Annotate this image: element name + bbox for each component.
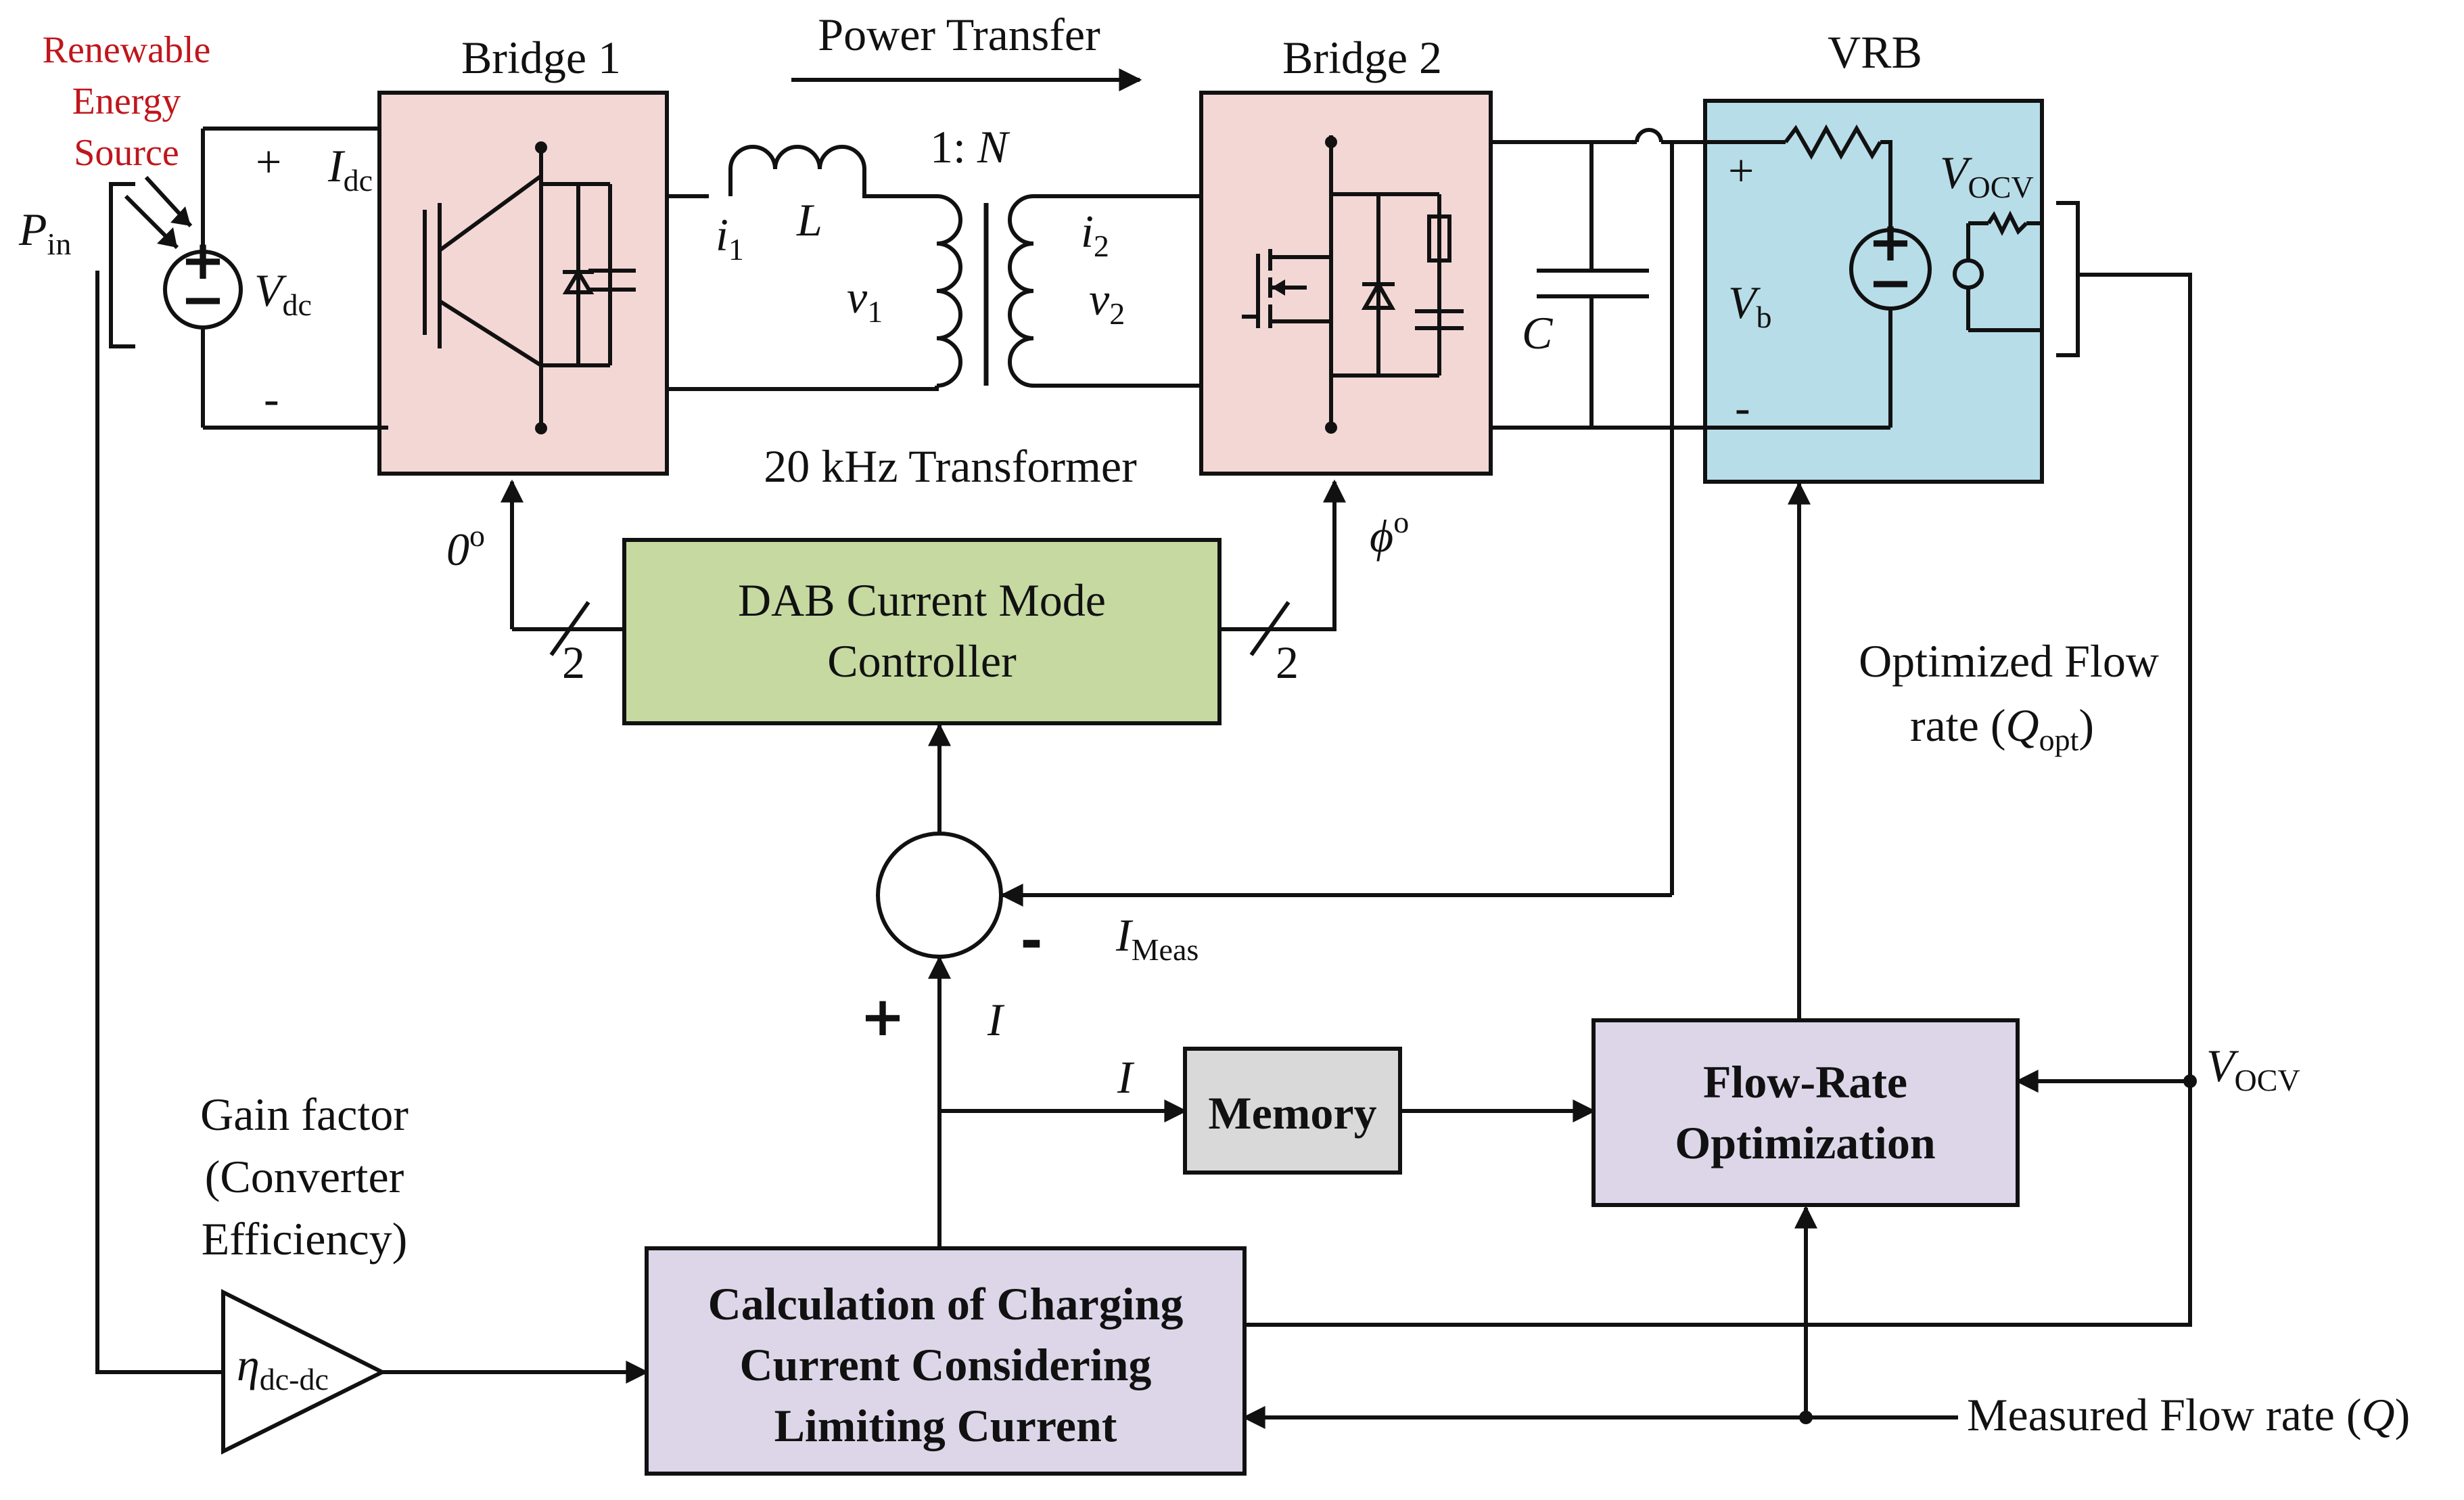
calc-line3: Limiting Current [774, 1400, 1117, 1451]
optimized-line1: Optimized Flow [1859, 635, 2159, 687]
gain-triangle [221, 1289, 387, 1455]
bridge1-igbt-symbol [423, 141, 636, 434]
vocv-flow-label: VOCV [2206, 1040, 2300, 1097]
svg-text:−: − [180, 268, 225, 331]
summer-i-label: I [987, 994, 1005, 1045]
vrb-box [1703, 99, 2044, 484]
inductor-label: L [796, 194, 822, 246]
v2-label: v2 [1089, 273, 1125, 331]
memory-box [1183, 1047, 1402, 1175]
summer-minus: - [1020, 909, 1042, 972]
source-minus: - [264, 373, 279, 424]
capacitor-label: C [1522, 307, 1553, 359]
summing-junction [876, 832, 1003, 959]
gain-line3: Efficiency) [202, 1213, 408, 1265]
dab-line1: DAB Current Mode [738, 574, 1106, 626]
vrb-label: VRB [1828, 26, 1922, 78]
flow-opt-line2: Optimization [1675, 1117, 1935, 1168]
vrb-plus: + [1728, 145, 1754, 196]
i1-label: i1 [716, 209, 744, 267]
imeas-label: IMeas [1115, 909, 1199, 967]
gain-line2: (Converter [205, 1151, 404, 1202]
source-plus: + [256, 136, 281, 187]
i2-label: i2 [1081, 206, 1109, 263]
gain-line1: Gain factor [200, 1089, 409, 1140]
power-transfer-label: Power Transfer [818, 9, 1100, 60]
calc-line2: Current Considering [740, 1339, 1152, 1390]
source-title-line2: Energy [72, 81, 181, 122]
summer-plus: + [860, 985, 905, 1048]
bridge2-label: Bridge 2 [1282, 32, 1442, 83]
svg-text:+: + [1867, 210, 1913, 273]
v1-label: v1 [847, 271, 883, 329]
transformer-label: 20 kHz Transformer [764, 440, 1137, 492]
flow-opt-line1: Flow-Rate [1703, 1056, 1907, 1108]
bus-width-left: 2 [562, 637, 585, 688]
idc-label: Idc [327, 140, 373, 198]
measured-flow-label: Measured Flow rate (Q) [1967, 1389, 2410, 1440]
vdc-label: Vdc [254, 265, 312, 322]
svg-text:+: + [180, 229, 225, 292]
dab-controller-box [622, 538, 1222, 725]
charging-current-calculation-box [645, 1246, 1247, 1476]
angle-bridge1: 0o [446, 518, 485, 575]
svg-text:−: − [1867, 251, 1913, 314]
eta-label: ηdc-dc [237, 1339, 329, 1396]
angle-bridge2: ϕo [1370, 505, 1409, 562]
vrb-minus: - [1735, 382, 1750, 433]
source-title-line3: Source [74, 132, 179, 174]
optimized-line2: rate (Qopt) [1910, 700, 2094, 757]
source-title-line1: Renewable [43, 29, 211, 71]
transformer-ratio: 1: N [930, 121, 1010, 173]
bridge2-mosfet-symbol [1242, 135, 1464, 434]
bus-width-right: 2 [1276, 637, 1299, 688]
bridge1-box [377, 91, 669, 476]
calc-line1: Calculation of Charging [708, 1278, 1184, 1329]
dab-line2: Controller [827, 635, 1017, 687]
vb-label: Vb [1728, 277, 1772, 334]
flow-rate-optimization-box [1591, 1018, 2020, 1207]
bridge2-box [1199, 91, 1493, 476]
memory-input-label: I [1117, 1051, 1135, 1103]
bridge1-label: Bridge 1 [461, 32, 621, 83]
pin-label: Pin [18, 204, 71, 261]
memory-label: Memory [1208, 1087, 1376, 1139]
vocv-vrb-label: VOCV [1940, 147, 2034, 204]
